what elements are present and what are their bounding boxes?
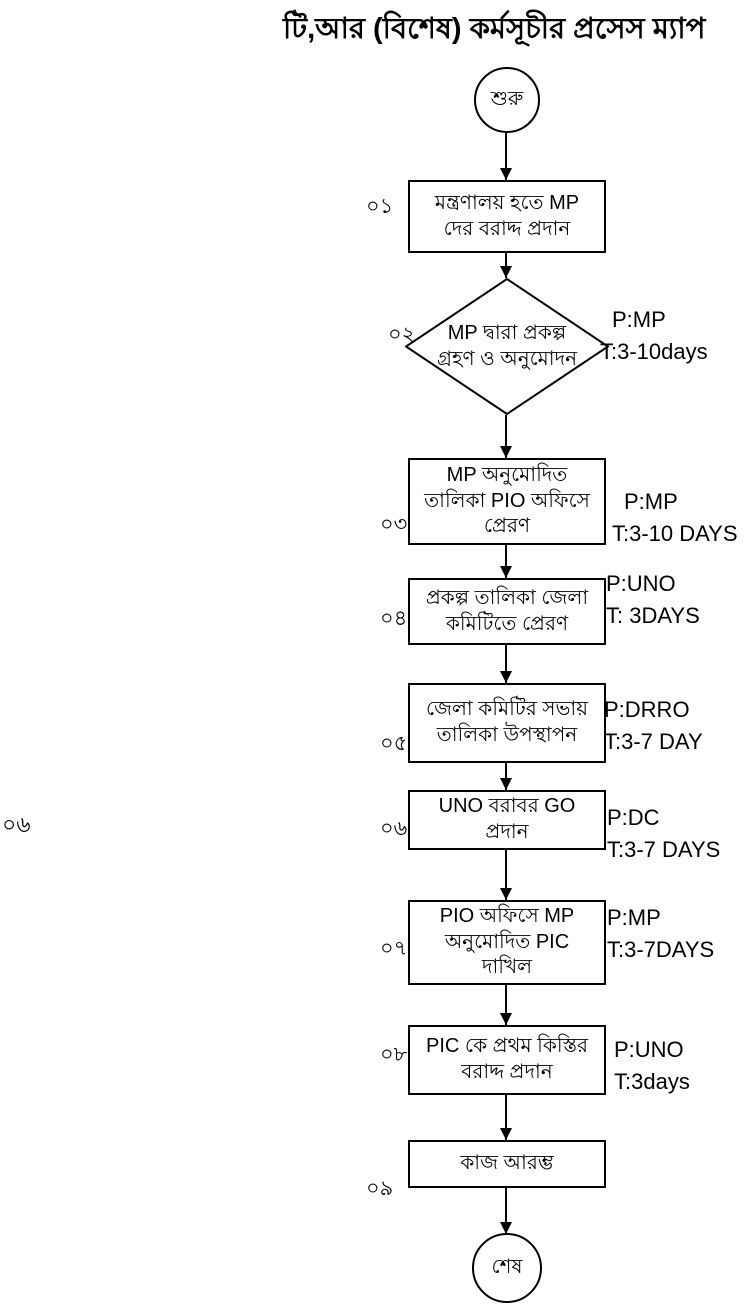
annotation-person-07: P:MP	[607, 905, 661, 930]
process-box-05-label: জেলা কমিটির সভায় তালিকা উপস্থাপন	[426, 698, 588, 746]
annotation-time-07: T:3-7DAYS	[607, 936, 715, 962]
process-box-08: PIC কে প্রথম কিস্তির বরাদ্দ প্রদান	[408, 1025, 606, 1095]
annotation-time-04: T: 3DAYS	[606, 602, 700, 628]
process-box-03-label: MP অনুমোদিত তালিকা PIO অফিসে প্রেরণ	[424, 464, 590, 538]
process-box-09: কাজ আরম্ভ	[408, 1140, 606, 1188]
process-box-04: প্রকল্প তালিকা জেলা কমিটিতে প্রেরণ	[408, 578, 606, 645]
stray-step-number: ০৬	[2, 812, 31, 837]
process-box-08-label: PIC কে প্রথম কিস্তির বরাদ্দ প্রদান	[426, 1035, 588, 1083]
step-number-03: ০৩	[380, 513, 408, 536]
annotation-time-02: T:3-10days	[600, 338, 708, 364]
process-box-01: মন্ত্রণালয় হতে MP দের বরাদ্দ প্রদান	[408, 180, 606, 253]
flow-arrow-2	[500, 253, 512, 278]
step-number-09: ০৯	[366, 1177, 394, 1200]
end-terminal-label: শেষ	[491, 1255, 523, 1278]
annotation-time-08: T:3days	[614, 1068, 690, 1094]
annotation-person-05: P:DRRO	[604, 697, 690, 722]
annotation-step-08: P:UNO T:3days	[614, 1034, 690, 1098]
step-number-08: ০৮	[380, 1043, 408, 1066]
step-number-01: ০১	[366, 195, 394, 218]
process-box-05: জেলা কমিটির সভায় তালিকা উপস্থাপন	[408, 683, 606, 763]
annotation-person-02: P:MP	[612, 307, 666, 332]
decision-diamond-02: MP দ্বারা প্রকল্প গ্রহণ ও অনুমোদন	[405, 278, 609, 415]
flow-arrow-3	[500, 415, 512, 458]
start-terminal: শুরু	[474, 67, 540, 133]
process-box-06: UNO বরাবর GO প্রদান	[408, 790, 606, 850]
process-box-07: PIO অফিসে MP অনুমোদিত PIC দাখিল	[408, 900, 606, 985]
step-number-02: ০২	[388, 323, 416, 346]
decision-diamond-02-label: MP দ্বারা প্রকল্প গ্রহণ ও অনুমোদন	[436, 321, 578, 370]
end-terminal: শেষ	[472, 1233, 542, 1303]
process-box-06-label: UNO বরাবর GO প্রদান	[438, 795, 576, 843]
flow-arrow-1	[500, 133, 512, 180]
annotation-time-06: T:3-7 DAYS	[607, 836, 721, 862]
process-box-04-label: প্রকল্প তালিকা জেলা কমিটিতে প্রেরণ	[425, 586, 589, 635]
process-box-01-label: মন্ত্রণালয় হতে MP দের বরাদ্দ প্রদান	[434, 191, 580, 240]
flow-arrow-5	[500, 645, 512, 683]
flow-arrow-7	[500, 850, 512, 900]
step-number-07: ০৭	[380, 937, 408, 960]
annotation-step-07: P:MP T:3-7DAYS	[607, 902, 714, 966]
process-box-03: MP অনুমোদিত তালিকা PIO অফিসে প্রেরণ	[408, 458, 606, 545]
annotation-step-05: P:DRRO T:3-7 DAY	[604, 694, 703, 758]
annotation-time-05: T:3-7 DAY	[604, 728, 703, 754]
annotation-person-03: P:MP	[624, 489, 678, 514]
start-terminal-label: শুরু	[490, 87, 524, 110]
flow-arrow-8	[500, 985, 512, 1025]
annotation-time-03: T:3-10 DAYS	[612, 520, 738, 546]
flow-arrow-6	[500, 763, 512, 790]
step-number-05: ০৫	[380, 732, 408, 755]
annotation-step-04: P:UNO T: 3DAYS	[606, 568, 700, 632]
flow-arrow-4	[500, 545, 512, 578]
diamond-shape	[405, 278, 609, 415]
flow-arrow-9	[500, 1095, 512, 1140]
process-box-09-label: কাজ আরম্ভ	[460, 1152, 554, 1175]
process-box-07-label: PIO অফিসে MP অনুমোদিত PIC দাখিল	[439, 905, 575, 979]
annotation-step-03: P:MP T:3-10 DAYS	[612, 486, 738, 550]
annotation-step-06: P:DC T:3-7 DAYS	[607, 802, 720, 866]
annotation-person-08: P:UNO	[614, 1037, 684, 1062]
flow-arrow-10	[500, 1188, 512, 1234]
page-title: টি,আর (বিশেষ) কর্মসূচীর প্রসেস ম্যাপ	[283, 13, 706, 45]
annotation-step-02: P:MP T:3-10days	[600, 304, 708, 368]
annotation-person-06: P:DC	[607, 805, 660, 830]
annotation-person-04: P:UNO	[606, 571, 676, 596]
step-number-04: ০৪	[380, 607, 408, 630]
step-number-06: ০৬	[380, 817, 408, 840]
